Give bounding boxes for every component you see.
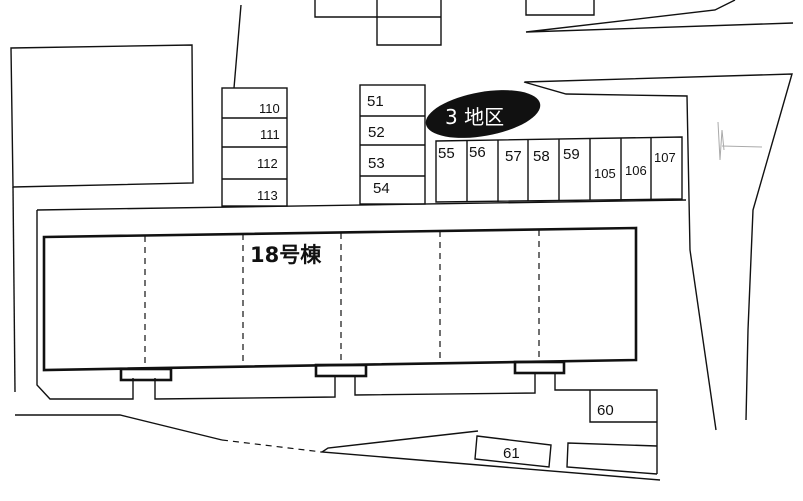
space-105: 105 xyxy=(594,166,616,181)
building-18: 18号棟 xyxy=(42,226,638,382)
parking-row-55-107: 55 56 57 58 59 105 106 107 xyxy=(435,136,683,203)
space-107: 107 xyxy=(654,150,676,165)
space-106: 106 xyxy=(625,163,647,178)
building-name: 18号棟 xyxy=(250,243,322,267)
space-110: 110 xyxy=(259,101,280,116)
outer-boundary xyxy=(524,73,793,421)
inner-boundary xyxy=(523,81,717,431)
space-52: 52 xyxy=(368,124,385,141)
space-53: 53 xyxy=(368,155,385,172)
space-57: 57 xyxy=(505,148,522,165)
space-111: 111 xyxy=(260,127,280,142)
space-56: 56 xyxy=(469,144,486,161)
entrance xyxy=(314,363,368,378)
district-badge: 3 地区 xyxy=(425,90,541,138)
parking-space-unlabeled xyxy=(566,442,658,475)
space-113: 113 xyxy=(257,188,278,203)
parking-column-51-54: 51 52 53 54 xyxy=(359,84,426,205)
space-61: 61 xyxy=(503,445,520,462)
space-59: 59 xyxy=(563,146,580,163)
space-60: 60 xyxy=(597,402,614,419)
north-mark xyxy=(717,121,763,161)
left-lot xyxy=(10,44,194,188)
entrance xyxy=(513,360,566,375)
space-51: 51 xyxy=(367,93,384,110)
parking-space-60: 60 xyxy=(589,390,657,423)
space-55: 55 xyxy=(438,145,455,162)
space-112: 112 xyxy=(257,156,278,171)
parking-column-110-113: 110 111 112 113 xyxy=(221,87,288,207)
space-58: 58 xyxy=(533,148,550,165)
district-label: 3 地区 xyxy=(445,105,504,129)
space-54: 54 xyxy=(373,180,390,197)
parking-space-61: 61 xyxy=(474,435,552,468)
entrance xyxy=(119,367,173,382)
top-structures xyxy=(233,0,794,89)
